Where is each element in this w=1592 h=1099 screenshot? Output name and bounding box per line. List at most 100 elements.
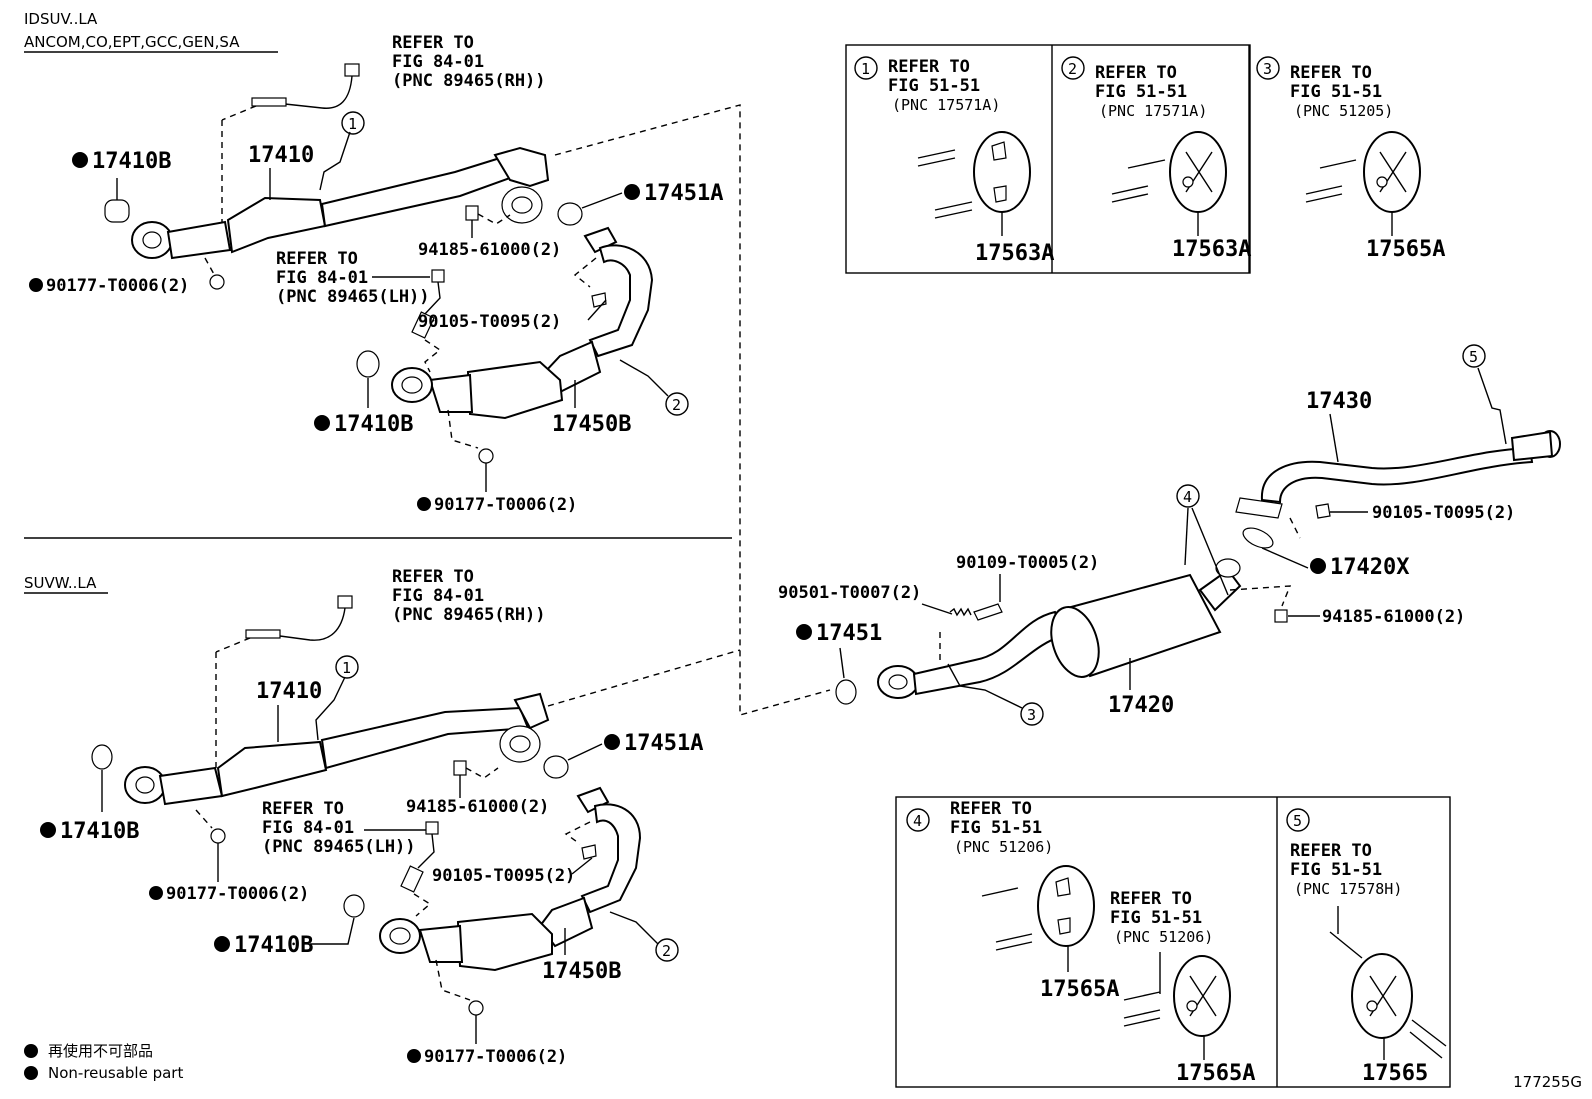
pipe-17450b-b: [379, 786, 642, 972]
svg-text:17565A: 17565A: [1040, 977, 1119, 1002]
part-label-90105: 90105-T0095(2): [418, 312, 561, 332]
svg-text:(PNC 89465(RH)): (PNC 89465(RH)): [392, 605, 546, 625]
refer-pnc: (PNC 89465(RH)): [392, 71, 546, 91]
gasket-17420x: [1242, 527, 1274, 549]
callout-2: [665, 392, 689, 416]
svg-text:5: 5: [1293, 812, 1302, 830]
svg-text:17410B: 17410B: [234, 933, 313, 958]
variant-label-bottom: SUVW..LA: [24, 574, 97, 592]
part-label-17420x: 17420X: [1330, 555, 1409, 580]
callout-1-box: [854, 56, 878, 80]
part-label-17450b: 17450B: [552, 412, 631, 437]
rubber-hanger-17565: [1351, 953, 1413, 1039]
callout-3: [1020, 702, 1044, 726]
part-label-17563a: 17563A: [975, 241, 1054, 266]
svg-text:90177-T0006(2): 90177-T0006(2): [166, 884, 309, 904]
svg-text:(PNC 17571A): (PNC 17571A): [1099, 102, 1207, 120]
svg-text:(PNC 51206): (PNC 51206): [954, 838, 1053, 856]
front-pipe-17410: [131, 146, 550, 260]
svg-text:17563A: 17563A: [1172, 237, 1251, 262]
part-label-90177-2: 90177-T0006(2): [434, 495, 577, 515]
svg-text:1: 1: [348, 115, 357, 133]
part-label-94185: 94185-61000(2): [418, 240, 561, 260]
gasket-17451a: [557, 202, 583, 226]
oxygen-sensor-rh-2: [245, 595, 353, 641]
legend-line-jp: 再使用不可部品: [24, 1040, 153, 1061]
part-label-90501: 90501-T0007(2): [778, 583, 921, 603]
illustration-code: 177255G: [1513, 1073, 1582, 1091]
svg-text:FIG 51-51: FIG 51-51: [1095, 82, 1187, 102]
svg-text:(PNC 89465(LH)): (PNC 89465(LH)): [276, 287, 430, 307]
bolt-icon: [973, 603, 1003, 621]
svg-text:REFER TO: REFER TO: [392, 567, 474, 587]
bullet-icon: [24, 1044, 38, 1058]
svg-text:FIG 51-51: FIG 51-51: [1290, 82, 1382, 102]
part-label-17420: 17420: [1108, 693, 1174, 718]
gasket-17410b-4: [343, 894, 365, 918]
part-label-17410b-2: 17410B: [334, 412, 413, 437]
rubber-hanger-17565a: [1363, 131, 1421, 213]
svg-text:(PNC 89465(LH)): (PNC 89465(LH)): [262, 837, 416, 857]
svg-text:(PNC 51205): (PNC 51205): [1294, 102, 1393, 120]
svg-text:FIG 51-51: FIG 51-51: [1110, 908, 1202, 928]
refer-fig: FIG 84-01: [392, 52, 484, 72]
svg-text:(PNC 17578H): (PNC 17578H): [1294, 880, 1402, 898]
svg-text:REFER TO: REFER TO: [1290, 63, 1372, 83]
svg-text:REFER TO: REFER TO: [276, 249, 358, 269]
svg-text:94185-61000(2): 94185-61000(2): [406, 797, 549, 817]
bullet-icon: [24, 1066, 38, 1080]
callout-2-box: [1061, 56, 1085, 80]
refer-label: REFER TO: [392, 33, 474, 53]
nut-icon: [209, 274, 225, 290]
svg-text:REFER TO: REFER TO: [888, 57, 970, 77]
oxygen-sensor-lh-2: [400, 821, 439, 893]
hanger-box-bottom: [895, 796, 1451, 1088]
svg-text:REFER TO: REFER TO: [1110, 889, 1192, 909]
gasket-17410b: [104, 199, 130, 223]
oxygen-sensor-lh: [411, 269, 445, 339]
svg-text:3: 3: [1263, 60, 1272, 78]
nut-icon: [210, 828, 226, 844]
nut-icon: [468, 1000, 484, 1016]
gasket-17410b-3: [91, 744, 113, 770]
callout-3-box: [1256, 56, 1280, 80]
bolt-icon: [591, 292, 607, 308]
muffler-17420: [877, 558, 1242, 699]
svg-text:REFER TO: REFER TO: [262, 799, 344, 819]
part-label-94185-b: 94185-61000(2): [1322, 607, 1465, 627]
nut-icon: [1274, 609, 1288, 623]
non-reusable-dot: [72, 152, 88, 168]
part-label-17565: 17565: [1362, 1061, 1428, 1086]
front-pipe-17410-b: [124, 692, 550, 806]
gasket-17451a-2: [543, 755, 569, 779]
part-label-17430: 17430: [1306, 389, 1372, 414]
part-label-90105-b: 90105-T0095(2): [1372, 503, 1515, 523]
svg-text:FIG 84-01: FIG 84-01: [276, 268, 368, 288]
part-label-90109: 90109-T0005(2): [956, 553, 1099, 573]
svg-text:90177-T0006(2): 90177-T0006(2): [424, 1047, 567, 1067]
svg-text:1: 1: [861, 60, 870, 78]
svg-text:4: 4: [1183, 488, 1192, 506]
spring-icon: [949, 607, 972, 617]
svg-text:FIG 51-51: FIG 51-51: [1290, 860, 1382, 880]
svg-text:17410: 17410: [256, 679, 322, 704]
svg-text:REFER TO: REFER TO: [1095, 63, 1177, 83]
part-label-17410: 17410: [248, 143, 314, 168]
rubber-hanger-17565a-3: [1037, 865, 1095, 947]
tail-pipe-17430: [1235, 430, 1561, 519]
svg-text:17565A: 17565A: [1176, 1061, 1255, 1086]
gasket-17410b-2: [356, 350, 380, 378]
svg-text:17450B: 17450B: [542, 959, 621, 984]
gasket-17451: [835, 679, 857, 705]
svg-text:REFER TO: REFER TO: [950, 799, 1032, 819]
rubber-hanger-17563a: [973, 131, 1031, 213]
hanger-box-top: [845, 44, 1251, 274]
variant-label-top-2: ANCOM,CO,EPT,GCC,GEN,SA: [24, 33, 240, 51]
svg-text:2: 2: [1068, 60, 1077, 78]
nut-icon: [465, 205, 479, 221]
part-label-17451a: 17451A: [644, 181, 723, 206]
callout-5-box: [1286, 808, 1310, 832]
svg-text:4: 4: [913, 812, 922, 830]
